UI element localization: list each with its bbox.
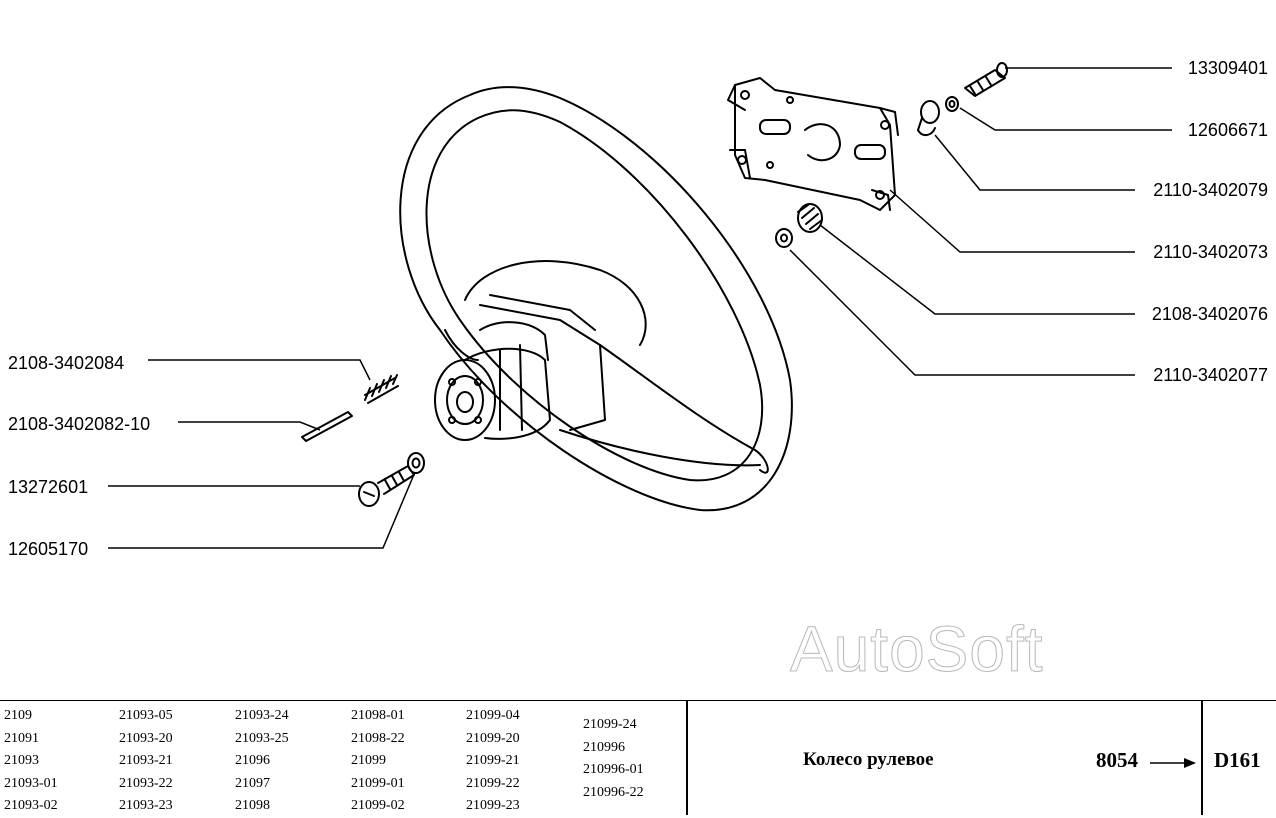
model-code: 210996-22: [583, 784, 644, 800]
footer-divider: [686, 701, 688, 815]
model-code: 21093-21: [119, 753, 173, 768]
callout-2108-3402076: 2108-3402076: [1151, 304, 1268, 324]
model-code: 21093-23: [119, 798, 173, 813]
washer-12606671: [945, 96, 959, 112]
callout-13309401: 13309401: [1187, 58, 1268, 78]
model-code: 21099-24: [583, 717, 637, 732]
model-code: 21099-21: [466, 753, 520, 768]
wheel-rim: [399, 86, 793, 512]
part-title: Колесо рулевое: [803, 749, 934, 770]
pin-2108-3402082-10: [301, 411, 353, 442]
callout-2110-3402073: 2110-3402073: [1153, 242, 1268, 262]
model-code: 21093-20: [119, 730, 173, 746]
model-code: 21099-22: [466, 775, 520, 791]
callout-12606671: 12606671: [1187, 120, 1268, 140]
footer-divider: [1201, 701, 1203, 815]
model-column: 21093-05 21093-20 21093-21 21093-22 2109…: [119, 705, 173, 818]
model-code: 210996-01: [583, 762, 644, 777]
leader-lines: [108, 67, 1172, 549]
steering-wheel-diagram: [108, 62, 1172, 549]
model-code: 210996: [583, 739, 625, 755]
washer-2110-3402077: [775, 228, 793, 248]
callout-2108-3402084: 2108-3402084: [8, 353, 125, 373]
model-code: 21099-20: [466, 730, 520, 746]
model-code: 21093: [4, 753, 39, 768]
spring-2108-3402076: [797, 203, 823, 233]
spring-2108-3402084: [364, 374, 399, 404]
model-code: 21096: [235, 753, 270, 768]
bushing-2110-3402079: [917, 100, 940, 136]
model-column: 21093-24 21093-25 21096 21097 21098: [235, 705, 289, 818]
model-code: 21093-05: [119, 708, 173, 723]
model-code: 2109: [4, 708, 32, 723]
model-code: 21093-22: [119, 775, 173, 791]
model-code: 21093-24: [235, 708, 289, 723]
arrow-right-icon: [1150, 758, 1196, 768]
model-code: 21099-04: [466, 708, 520, 723]
model-code: 21093-25: [235, 730, 289, 746]
wheel-spokes: [444, 260, 769, 474]
model-code: 21099-02: [351, 798, 405, 813]
screw-13272601: [358, 465, 415, 507]
model-code: 21098: [235, 798, 270, 813]
screw-13309401: [964, 62, 1008, 97]
mounting-plate: [727, 77, 899, 211]
model-column: 21099-24 210996 210996-01 210996-22: [583, 714, 644, 804]
model-code: 21093-01: [4, 775, 58, 791]
model-code: 21098-22: [351, 730, 405, 746]
model-column: 21098-01 21098-22 21099 21099-01 21099-0…: [351, 705, 405, 818]
callout-2108-3402082-10: 2108-3402082-10: [8, 414, 151, 434]
autosoft-watermark: AutoSoft: [790, 613, 1044, 686]
model-code: 21091: [4, 730, 39, 746]
callout-2110-3402079: 2110-3402079: [1153, 180, 1268, 200]
model-code: 21097: [235, 775, 270, 791]
model-code: 21093-02: [4, 798, 58, 813]
page-id: D161: [1214, 748, 1261, 772]
callout-2110-3402077: 2110-3402077: [1153, 365, 1268, 385]
model-code: 21098-01: [351, 708, 405, 723]
callout-13272601: 13272601: [8, 477, 89, 497]
model-code: 21099-01: [351, 775, 405, 791]
callout-12605170: 12605170: [8, 539, 89, 559]
wheel-hub: [434, 321, 551, 441]
model-column: 2109 21091 21093 21093-01 21093-02: [4, 705, 58, 818]
model-code: 21099-23: [466, 798, 520, 813]
group-code: 8054: [1096, 748, 1138, 772]
washer-12605170: [407, 452, 425, 474]
footer-table: 2109 21091 21093 21093-01 21093-02 21093…: [0, 700, 1276, 815]
model-column: 21099-04 21099-20 21099-21 21099-22 2109…: [466, 705, 520, 818]
model-code: 21099: [351, 753, 386, 768]
